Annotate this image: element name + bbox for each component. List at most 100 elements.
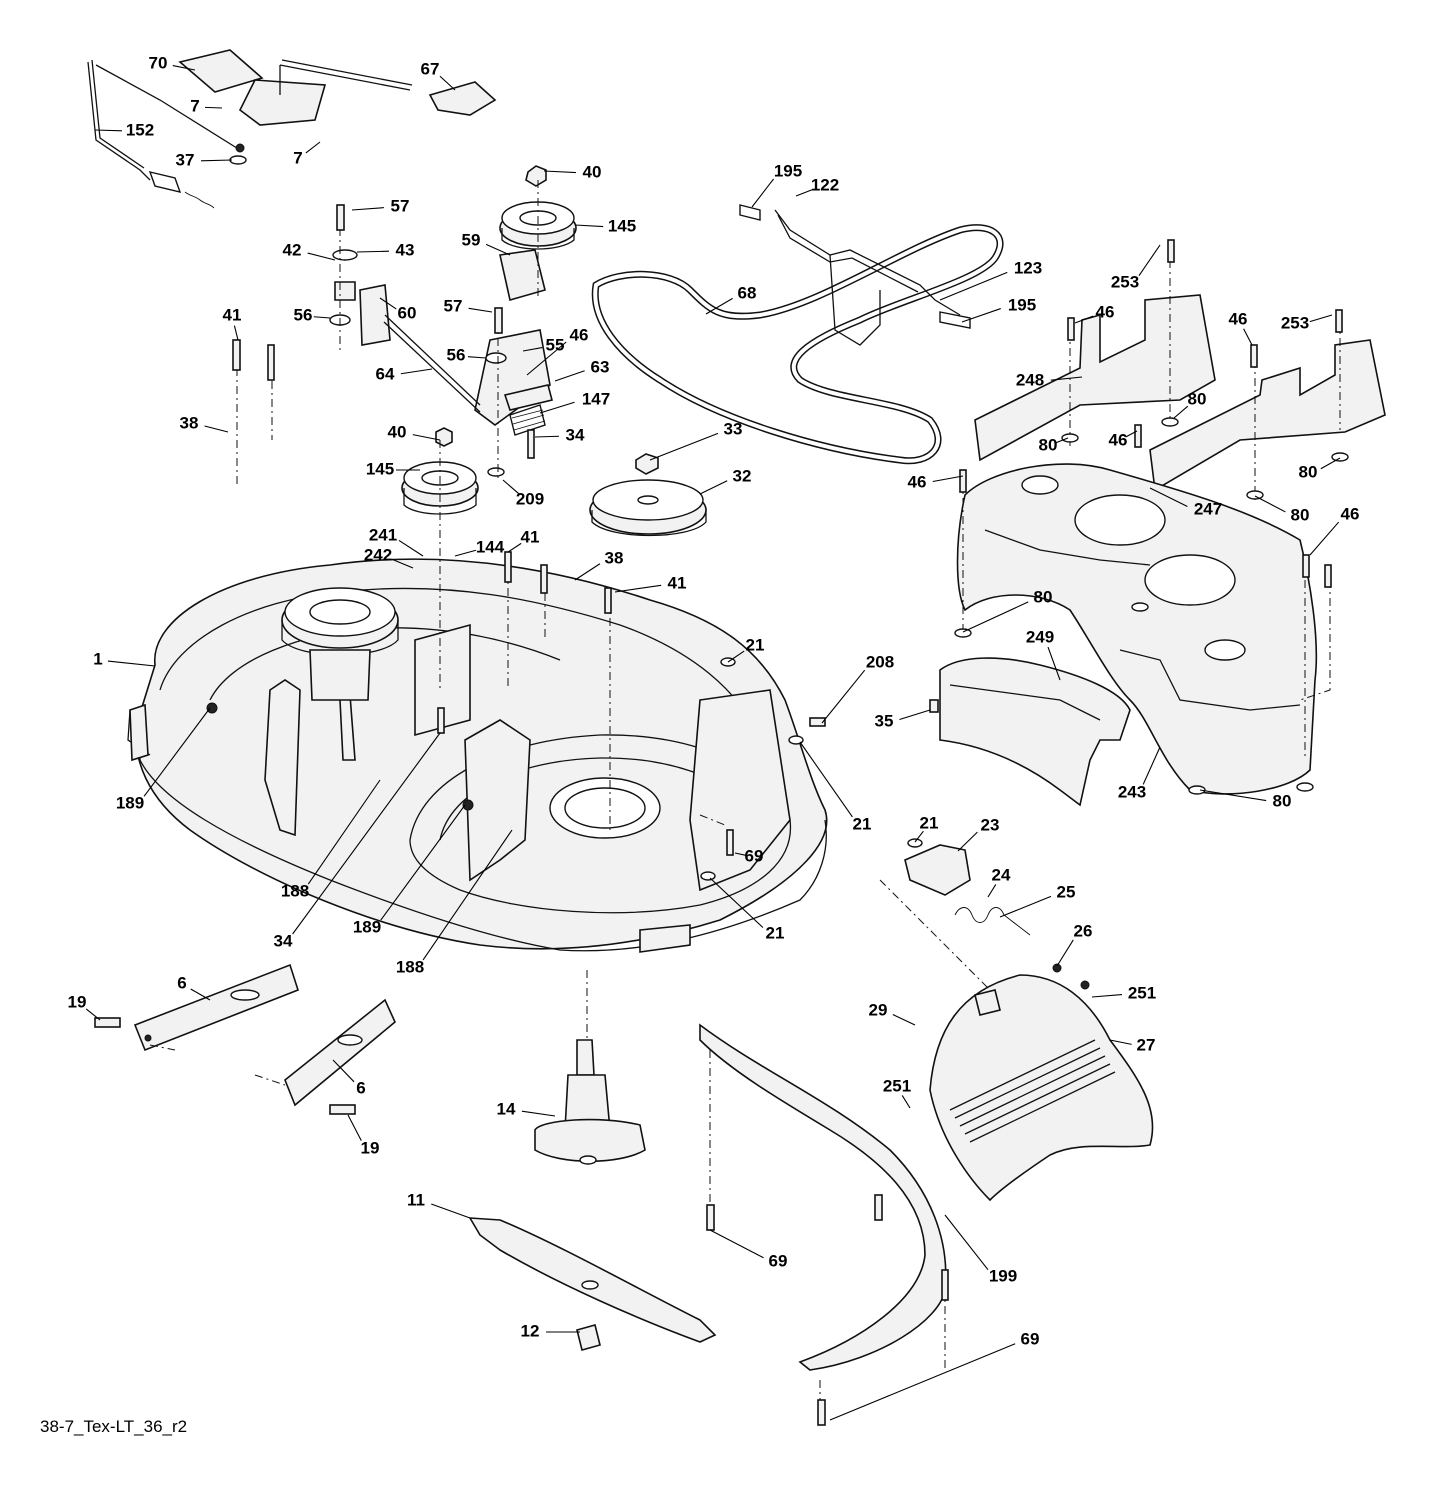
drawing-code: 38-7_Tex-LT_36_r2 [40, 1417, 187, 1436]
callout-c19b: 19 [361, 1138, 380, 1157]
leader-c33 [649, 432, 719, 461]
mower-deck [127, 558, 828, 953]
callout-c80e: 80 [1034, 587, 1053, 606]
belt-guide-rod [739, 204, 971, 346]
leader-c122 [795, 188, 814, 197]
leader-c46a [1074, 315, 1094, 324]
callout-c69b: 69 [769, 1251, 788, 1270]
callout-c41a: 41 [223, 305, 242, 324]
spring-bracket [904, 844, 1090, 990]
drive-pulley [589, 453, 707, 537]
callout-c147: 147 [582, 389, 610, 408]
leader-c208 [821, 669, 866, 724]
blade-bolt [576, 1324, 601, 1351]
leader-c69c [829, 1343, 1016, 1421]
leader-c69a [734, 852, 747, 856]
callout-c242: 242 [364, 545, 392, 564]
callout-c56b: 56 [447, 345, 466, 364]
leader-c55 [522, 347, 543, 352]
leader-c253b [1309, 314, 1333, 323]
leader-c243 [1142, 746, 1161, 785]
callout-c34a: 34 [566, 425, 585, 444]
leader-c188a [307, 779, 381, 885]
leader-c253a [1138, 244, 1161, 276]
callout-c152: 152 [126, 120, 154, 139]
leader-c6a [190, 988, 211, 1001]
callout-c26: 26 [1074, 921, 1093, 940]
leader-c41c [614, 584, 662, 593]
leader-c25 [999, 895, 1052, 918]
leader-c40a [543, 170, 577, 174]
leader-c46b [1243, 328, 1253, 346]
callout-c249: 249 [1026, 627, 1054, 646]
leader-c40b [412, 434, 441, 441]
leader-c38b [574, 563, 601, 581]
deck-bracket-left [133, 963, 299, 1052]
leader-c57b [468, 307, 493, 313]
callout-c40b: 40 [388, 422, 407, 441]
leader-c32 [699, 480, 728, 495]
leader-c11 [431, 1203, 471, 1219]
deflector-199 [699, 1023, 947, 1371]
leader-c69b [709, 1229, 764, 1259]
callout-c21d: 21 [766, 923, 785, 942]
leader-c80f [1199, 789, 1267, 802]
leader-c35 [899, 709, 931, 721]
leader-c63 [554, 370, 585, 382]
leader-c38a [204, 425, 229, 433]
callout-c46b: 46 [1229, 309, 1248, 328]
callout-c241: 241 [369, 525, 397, 544]
leader-c21c [914, 830, 924, 843]
callout-c24: 24 [992, 865, 1011, 884]
leader-c80e [962, 601, 1029, 633]
callout-c21c: 21 [920, 813, 939, 832]
deck-bracket-right [284, 998, 396, 1107]
leader-c59 [485, 243, 511, 256]
callout-c46a: 46 [1096, 302, 1115, 321]
callout-c145b: 145 [366, 459, 394, 478]
callout-c122: 122 [811, 175, 839, 194]
callout-c55: 55 [546, 335, 565, 354]
callout-c56a: 56 [294, 305, 313, 324]
callout-c38a: 38 [180, 413, 199, 432]
callout-c46f: 46 [1341, 504, 1360, 523]
deck-cover-243 [956, 463, 1318, 795]
callout-c69a: 69 [745, 846, 764, 865]
leader-c242 [391, 558, 414, 569]
callout-c12: 12 [521, 1321, 540, 1340]
leader-c42 [307, 252, 336, 261]
leader-c189b [380, 804, 466, 921]
leader-c67 [439, 75, 456, 91]
leader-c7a [204, 106, 223, 109]
leader-c1 [107, 660, 156, 667]
callout-c46d: 46 [1109, 430, 1128, 449]
callout-c23: 23 [981, 815, 1000, 834]
leader-c251a [1091, 994, 1123, 998]
callout-c145a: 145 [608, 216, 636, 235]
callout-c19a: 19 [68, 992, 87, 1011]
leader-c64 [400, 368, 433, 375]
callout-c42: 42 [283, 240, 302, 259]
callout-c188b: 188 [396, 957, 424, 976]
callout-c46c: 46 [570, 325, 589, 344]
callout-c253a: 253 [1111, 272, 1139, 291]
leader-c46e [932, 475, 964, 483]
callout-c27: 27 [1137, 1035, 1156, 1054]
leader-c152 [94, 129, 123, 132]
leader-c56a [313, 316, 331, 319]
callout-c68: 68 [738, 283, 757, 302]
callout-c29: 29 [869, 1000, 888, 1019]
callout-c7b: 7 [293, 148, 302, 167]
callout-c80a: 80 [1188, 389, 1207, 408]
callout-c67: 67 [421, 59, 440, 78]
callout-c70: 70 [149, 53, 168, 72]
leader-c46d [1125, 430, 1138, 438]
callout-c63: 63 [591, 357, 610, 376]
leader-c46c [526, 341, 567, 376]
callout-c7a: 7 [190, 96, 199, 115]
callout-c123: 123 [1014, 258, 1042, 277]
hardware-bolts [94, 204, 1349, 1426]
callout-c189b: 189 [353, 917, 381, 936]
leader-c189a [143, 707, 211, 797]
